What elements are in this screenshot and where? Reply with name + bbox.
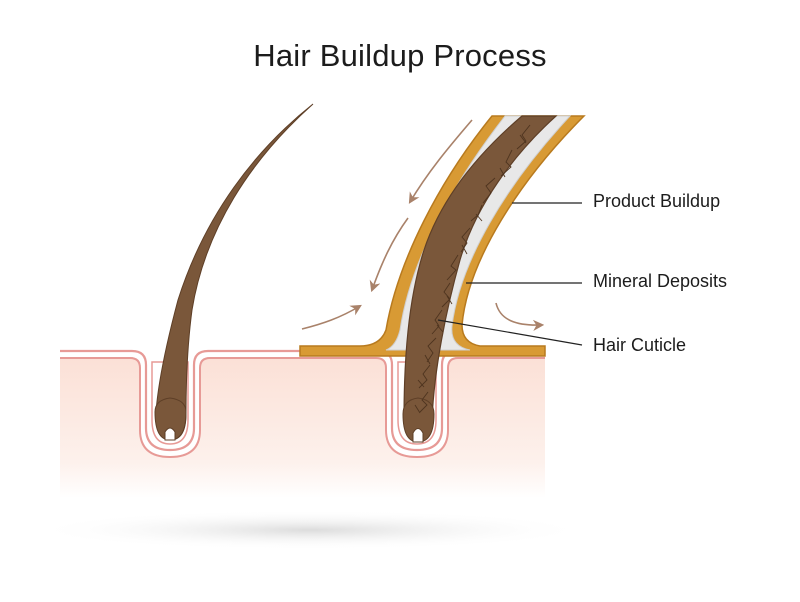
floor-shadow bbox=[30, 510, 590, 550]
cuticle-texture bbox=[414, 124, 531, 414]
arrow-lower-right bbox=[495, 302, 545, 331]
arrow-lower-left bbox=[301, 304, 362, 330]
hair-bulb-left bbox=[154, 397, 187, 441]
leader-lines bbox=[437, 202, 583, 346]
diagram-title: Hair Buildup Process bbox=[253, 38, 547, 73]
label-product-buildup: Product Buildup bbox=[593, 191, 721, 211]
label-hair-cuticle: Hair Cuticle bbox=[593, 335, 687, 355]
skin-outline-inner bbox=[60, 357, 545, 459]
curved-arrow-icon bbox=[301, 119, 545, 331]
hair-shaft-right bbox=[403, 115, 558, 421]
skin-surface bbox=[60, 357, 545, 498]
skin-outline bbox=[60, 349, 545, 452]
arrow-middle bbox=[369, 217, 409, 293]
leader-hair-cuticle bbox=[437, 319, 583, 346]
hair-bulb-right bbox=[402, 397, 435, 443]
papilla-right bbox=[412, 428, 424, 443]
label-mineral-deposits: Mineral Deposits bbox=[593, 271, 728, 291]
papilla-left bbox=[164, 427, 176, 441]
arrow-top bbox=[408, 119, 473, 204]
